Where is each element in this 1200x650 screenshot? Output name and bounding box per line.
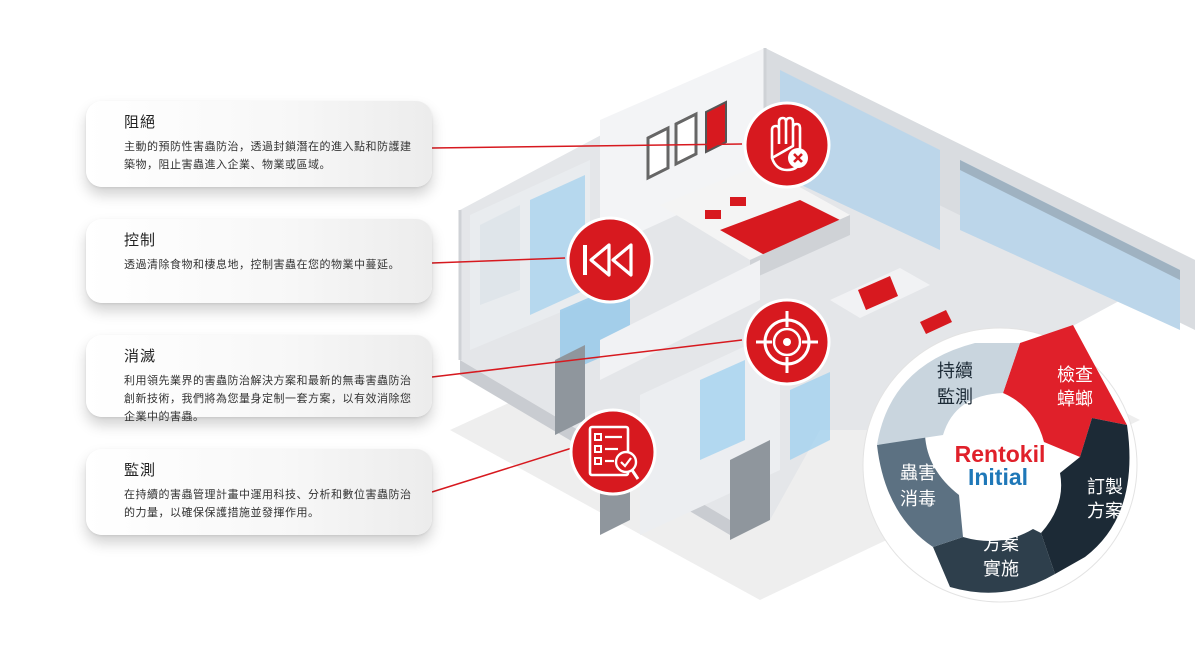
cycle-label: 檢查 bbox=[1057, 365, 1093, 386]
cycle-label: 消毒 bbox=[900, 489, 936, 510]
cycle-label: 蟲害 bbox=[900, 463, 936, 484]
cycle-label: 方案 bbox=[983, 534, 1019, 555]
card-eliminate: 消滅 利用領先業界的害蟲防治解決方案和最新的無毒害蟲防治創新技術，我們將為您量身… bbox=[86, 335, 432, 423]
stop-hand-icon bbox=[743, 101, 831, 189]
cycle-label: 監測 bbox=[937, 387, 973, 408]
card-control: 控制 透過清除食物和棲息地，控制害蟲在您的物業中蔓延。 bbox=[86, 219, 432, 303]
cycle-segment-implement bbox=[933, 529, 1055, 593]
card-title: 控制 bbox=[124, 231, 157, 249]
card-body: 主動的預防性害蟲防治，透過封鎖潛在的進入點和防護建築物，阻止害蟲進入企業、物業或… bbox=[124, 140, 412, 171]
cycle-label: 持續 bbox=[937, 361, 973, 382]
card-block: 阻絕 主動的預防性害蟲防治，透過封鎖潛在的進入點和防護建築物，阻止害蟲進入企業、… bbox=[86, 101, 432, 187]
checklist-icon bbox=[569, 408, 657, 496]
rewind-icon bbox=[566, 216, 654, 304]
card-title: 阻絕 bbox=[124, 113, 157, 131]
service-cycle: 檢查 蟑螂 訂製 方案 方案 實施 蟲害 消毒 持續 監測 Rentokil I… bbox=[862, 325, 1138, 603]
connector-control bbox=[431, 257, 566, 264]
card-title: 消滅 bbox=[124, 347, 157, 365]
brand-logo-rentokil: Rentokil bbox=[955, 441, 1046, 467]
cycle-segment-customize bbox=[1041, 418, 1130, 574]
card-title: 監測 bbox=[124, 461, 157, 479]
cycle-label: 方案 bbox=[1087, 501, 1123, 522]
card-body: 利用領先業界的害蟲防治解決方案和最新的無毒害蟲防治創新技術，我們將為您量身定制一… bbox=[124, 374, 412, 423]
cycle-segment-disinfect bbox=[877, 435, 963, 547]
card-monitor: 監測 在持續的害蟲管理計畫中運用科技、分析和數位害蟲防治的力量，以確保保護措施並… bbox=[86, 449, 432, 535]
brand-logo-initial: Initial bbox=[968, 464, 1028, 490]
cycle-label: 蟑螂 bbox=[1057, 389, 1093, 410]
card-body: 在持續的害蟲管理計畫中運用科技、分析和數位害蟲防治的力量，以確保保護措施並發揮作… bbox=[124, 488, 412, 519]
cycle-segment-monitor bbox=[877, 343, 1020, 445]
connector-monitor bbox=[431, 447, 573, 493]
connector-block bbox=[431, 143, 743, 149]
card-body: 透過清除食物和棲息地，控制害蟲在您的物業中蔓延。 bbox=[124, 258, 400, 271]
target-icon bbox=[743, 298, 831, 386]
connector-eliminate bbox=[431, 339, 743, 378]
cycle-segment-inspect bbox=[1003, 325, 1127, 457]
cycle-label: 實施 bbox=[983, 559, 1019, 580]
cycle-label: 訂製 bbox=[1087, 477, 1123, 498]
